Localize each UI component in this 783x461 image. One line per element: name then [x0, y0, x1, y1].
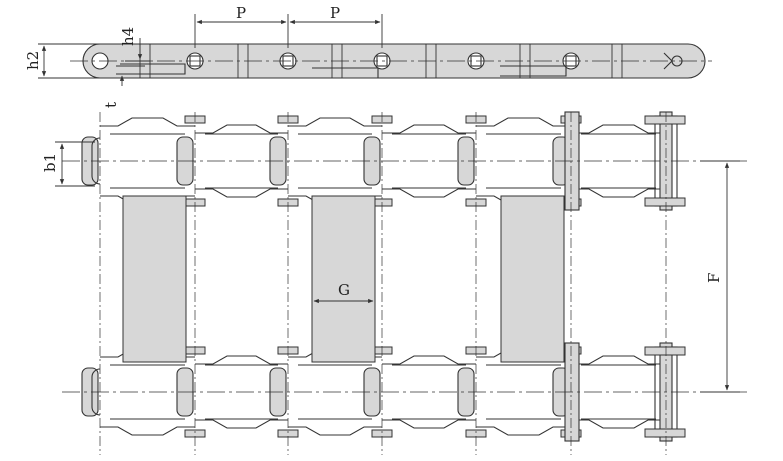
pitch-label: P: [236, 4, 246, 22]
pitch-dimension: [194, 14, 383, 48]
end-pin-head: [644, 115, 686, 125]
pitch-label: P: [330, 4, 340, 22]
link-plate-edge: [100, 117, 195, 127]
link-plate-edge: [571, 124, 666, 134]
end-pin-head: [644, 346, 686, 356]
h2-dimension: [38, 43, 100, 79]
link-plate-edge: [571, 188, 666, 198]
h2-label: h2: [24, 51, 42, 70]
link-plate-edge: [195, 124, 288, 134]
t-label: t: [102, 102, 120, 108]
link-plate-edge: [571, 355, 666, 365]
link-plate-edge: [382, 124, 476, 134]
link-plate-edge: [476, 117, 571, 127]
pin-centerlines: [99, 112, 667, 455]
link-plate-edge: [382, 355, 476, 365]
slat: [311, 195, 376, 363]
f-dimension: [700, 160, 740, 393]
link-plate-edge: [195, 419, 288, 429]
slat: [500, 195, 565, 363]
link-plate-edge: [382, 419, 476, 429]
f-label: F: [705, 273, 723, 283]
link-plate-edge: [195, 355, 288, 365]
attachment-tab: [500, 65, 567, 77]
link-plate-edge: [571, 419, 666, 429]
end-pin-head: [644, 197, 686, 207]
attachment-tab: [120, 63, 186, 75]
link-plate-edge: [195, 188, 288, 198]
link-plate-edge: [476, 426, 571, 436]
attachment-tab: [312, 67, 379, 79]
link-plate-edge: [382, 188, 476, 198]
b1-dimension: [55, 141, 95, 187]
link-plate-edge: [288, 117, 382, 127]
link-plate-edge: [288, 426, 382, 436]
t-dimension: [116, 65, 145, 86]
slats: [122, 195, 565, 363]
slat: [122, 195, 187, 363]
end-pin-head: [644, 428, 686, 438]
h4-label: h4: [119, 27, 137, 46]
link-plate-edge: [100, 426, 195, 436]
b1-label: b1: [41, 153, 59, 172]
h4-dimension: [125, 38, 150, 62]
g-label: G: [338, 281, 350, 299]
